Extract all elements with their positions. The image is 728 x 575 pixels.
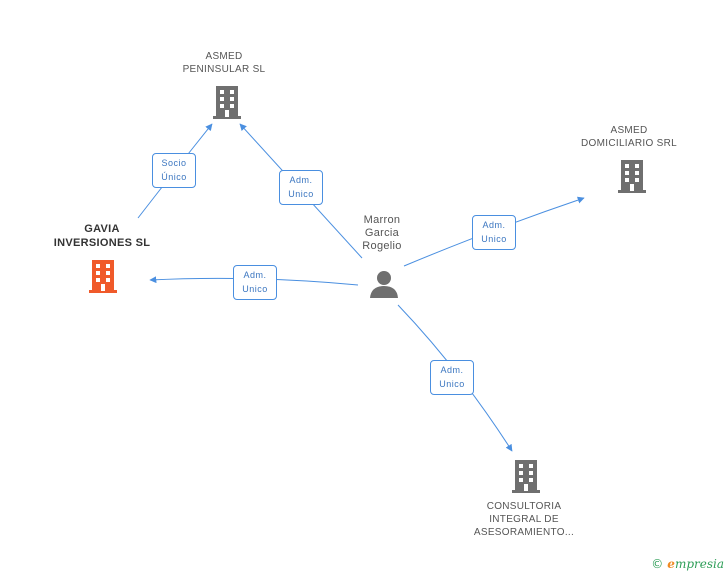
edge-label-adm-gavia[interactable]: Adm. Unico — [233, 265, 277, 300]
edge-label-line: Único — [161, 172, 187, 182]
node-name-line: GAVIA — [84, 223, 120, 235]
building-icon[interactable] — [211, 84, 243, 120]
node-label-consultoria[interactable]: CONSULTORIA INTEGRAL DE ASESORAMIENTO... — [464, 500, 584, 539]
node-label-asmed-peninsular[interactable]: ASMED PENINSULAR SL — [174, 50, 274, 76]
edge-label-adm-consultoria[interactable]: Adm. Unico — [430, 360, 474, 395]
edge-label-line: Adm. — [243, 270, 267, 280]
building-icon[interactable] — [616, 158, 648, 194]
edge-label-line: Adm. — [482, 220, 506, 230]
copyright-symbol: © — [651, 557, 664, 571]
edge-label-line: Unico — [242, 284, 268, 294]
edge-label-line: Socio — [161, 158, 187, 168]
node-name-line: ASMED — [610, 125, 648, 136]
node-name-line: DOMICILIARIO SRL — [581, 138, 677, 149]
brand-initial: e — [667, 557, 675, 571]
node-name-line: ASMED — [205, 51, 243, 62]
node-name-line: CONSULTORIA — [486, 501, 562, 512]
edge-label-socio-unico[interactable]: Socio Único — [152, 153, 196, 188]
edge-label-adm-domiciliario[interactable]: Adm. Unico — [472, 215, 516, 250]
edge-label-line: Adm. — [289, 175, 313, 185]
edge-label-line: Unico — [288, 189, 314, 199]
node-name-line: Garcia — [364, 227, 400, 239]
node-name-line: INVERSIONES SL — [53, 237, 151, 249]
node-label-asmed-domiciliario[interactable]: ASMED DOMICILIARIO SRL — [574, 124, 684, 150]
edge-label-line: Adm. — [440, 365, 464, 375]
brand-name: mpresia — [674, 557, 724, 571]
node-label-gavia[interactable]: GAVIA INVERSIONES SL — [42, 222, 162, 250]
edge-label-line: Unico — [481, 234, 507, 244]
node-name-line: PENINSULAR SL — [182, 64, 266, 75]
building-icon[interactable] — [87, 258, 119, 294]
node-label-person[interactable]: Marron Garcia Rogelio — [346, 214, 418, 253]
node-name-line: Marron — [363, 214, 401, 226]
edge-label-line: Unico — [439, 379, 465, 389]
edge-label-adm-peninsular[interactable]: Adm. Unico — [279, 170, 323, 205]
node-name-line: ASESORAMIENTO... — [473, 527, 575, 538]
node-name-line: INTEGRAL DE — [489, 514, 559, 525]
node-name-line: Rogelio — [362, 240, 402, 252]
empresia-logo: ©empresia — [651, 557, 724, 571]
building-icon[interactable] — [510, 458, 542, 494]
person-icon[interactable] — [368, 268, 400, 300]
